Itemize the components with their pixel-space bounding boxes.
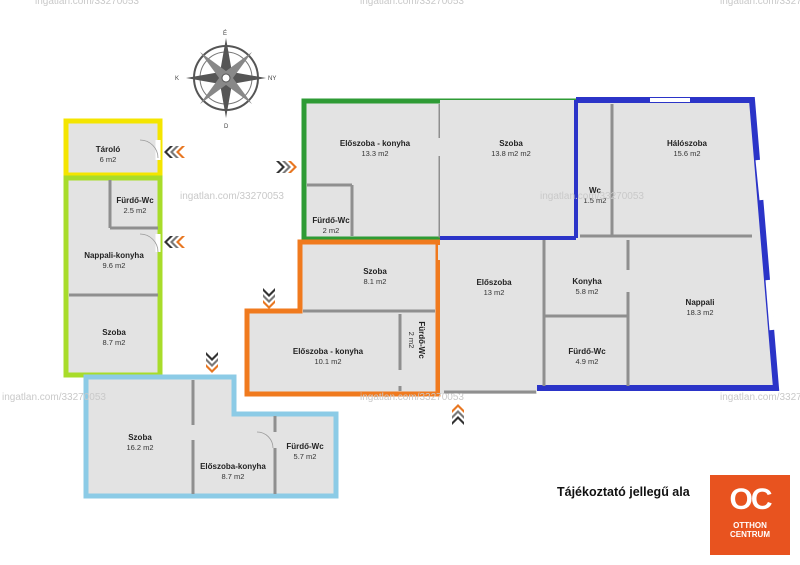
room-szoba-b-area: 16.2 m2 bbox=[126, 443, 153, 452]
room-wc-n-area: 1.5 m2 bbox=[584, 196, 607, 205]
room-konyha-n-name: Konyha bbox=[572, 277, 602, 286]
room-nappali-konyha-y-name: Nappali-konyha bbox=[84, 251, 144, 260]
room-furdo-g-area: 2 m2 bbox=[323, 226, 340, 235]
room-szoba-g-name: Szoba bbox=[499, 139, 523, 148]
watermark-bottom-2: ingatlan.com/33270053 bbox=[360, 392, 464, 403]
room-szoba-o-name: Szoba bbox=[363, 267, 387, 276]
room-furdo-g-name: Fürdő-Wc bbox=[312, 216, 350, 225]
room-furdo-b-name: Fürdő-Wc bbox=[286, 442, 324, 451]
room-furdo-n-area: 4.9 m2 bbox=[576, 357, 599, 366]
watermark-mid-1: ingatlan.com/33270053 bbox=[180, 191, 284, 202]
room-szoba-o-area: 8.1 m2 bbox=[364, 277, 387, 286]
room-taroló-name: Tároló bbox=[96, 145, 121, 154]
room-konyha-n-area: 5.8 m2 bbox=[576, 287, 599, 296]
disclaimer-text: Tájékoztató jellegű ala bbox=[557, 485, 690, 499]
unit-lightblue bbox=[83, 374, 339, 499]
otthon-centrum-logo: OC OTTHON CENTRUM bbox=[710, 475, 790, 555]
entrance-arrow-lime bbox=[164, 236, 185, 248]
compass-north: É bbox=[223, 30, 227, 37]
compass-rose: É D K NY bbox=[175, 30, 276, 130]
room-eloszoba-konyha-b-area: 8.7 m2 bbox=[222, 472, 245, 481]
entrance-arrow-green bbox=[276, 161, 297, 173]
watermark-mid-2: ingatlan.com/33270053 bbox=[540, 191, 644, 202]
room-szoba-y-area: 8.7 m2 bbox=[103, 338, 126, 347]
watermark-bottom-1: ingatlan.com/33270053 bbox=[2, 392, 106, 403]
room-wc-n-name: Wc bbox=[589, 186, 602, 195]
watermark-top-1: ingatlan.com/33270053 bbox=[35, 0, 139, 7]
compass-west: NY bbox=[268, 76, 276, 82]
watermark-bottom-3: ingatlan.com/33270053 bbox=[720, 392, 800, 403]
room-eloszoba-n-name: Előszoba bbox=[476, 278, 512, 287]
entrance-arrow-lightblue bbox=[206, 352, 218, 373]
logo-mark: OC bbox=[729, 483, 773, 516]
room-nappali-konyha-y-area: 9.6 m2 bbox=[103, 261, 126, 270]
room-szoba-g-area: 13.8 m2 m2 bbox=[491, 149, 531, 158]
room-eloszoba-konyha-g-name: Előszoba - konyha bbox=[340, 139, 411, 148]
watermark-top-2: ingatlan.com/33270053 bbox=[360, 0, 464, 7]
unit-orange bbox=[244, 239, 441, 397]
room-furdo-o-area: 2 m2 bbox=[407, 332, 416, 349]
logo-line-2: CENTRUM bbox=[730, 530, 770, 539]
room-nappali-n-name: Nappali bbox=[686, 298, 715, 307]
room-furdo-b-area: 5.7 m2 bbox=[294, 452, 317, 461]
room-nappali-n-area: 18.3 m2 bbox=[686, 308, 713, 317]
room-eloszoba-konyha-o-name: Előszoba - konyha bbox=[293, 347, 364, 356]
logo-line-1: OTTHON bbox=[733, 521, 767, 530]
compass-south: D bbox=[224, 124, 229, 130]
watermark-top-3: ingatlan.com/33270053 bbox=[720, 0, 800, 7]
room-haloszoba-n-name: Hálószoba bbox=[667, 139, 708, 148]
entrance-arrow-orange bbox=[263, 288, 275, 309]
entrance-arrow-taroló bbox=[164, 146, 185, 158]
compass-east: K bbox=[175, 76, 179, 82]
room-furdo-n-name: Fürdő-Wc bbox=[568, 347, 606, 356]
room-eloszoba-n-area: 13 m2 bbox=[484, 288, 505, 297]
room-szoba-b-name: Szoba bbox=[128, 433, 152, 442]
room-furdo-y-area: 2.5 m2 bbox=[124, 206, 147, 215]
room-haloszoba-n-area: 15.6 m2 bbox=[673, 149, 700, 158]
entrance-arrow-navy bbox=[452, 404, 464, 425]
room-szoba-y-name: Szoba bbox=[102, 328, 126, 337]
room-furdo-y-name: Fürdő-Wc bbox=[116, 196, 154, 205]
unit-lime bbox=[63, 118, 163, 378]
room-taroló-area: 6 m2 bbox=[100, 155, 117, 164]
unit-navy bbox=[438, 97, 780, 394]
room-eloszoba-konyha-g-area: 13.3 m2 bbox=[361, 149, 388, 158]
room-eloszoba-konyha-o-area: 10.1 m2 bbox=[314, 357, 341, 366]
room-furdo-o-name: Fürdő-Wc bbox=[417, 321, 426, 359]
room-eloszoba-konyha-b-name: Előszoba-konyha bbox=[200, 462, 266, 471]
